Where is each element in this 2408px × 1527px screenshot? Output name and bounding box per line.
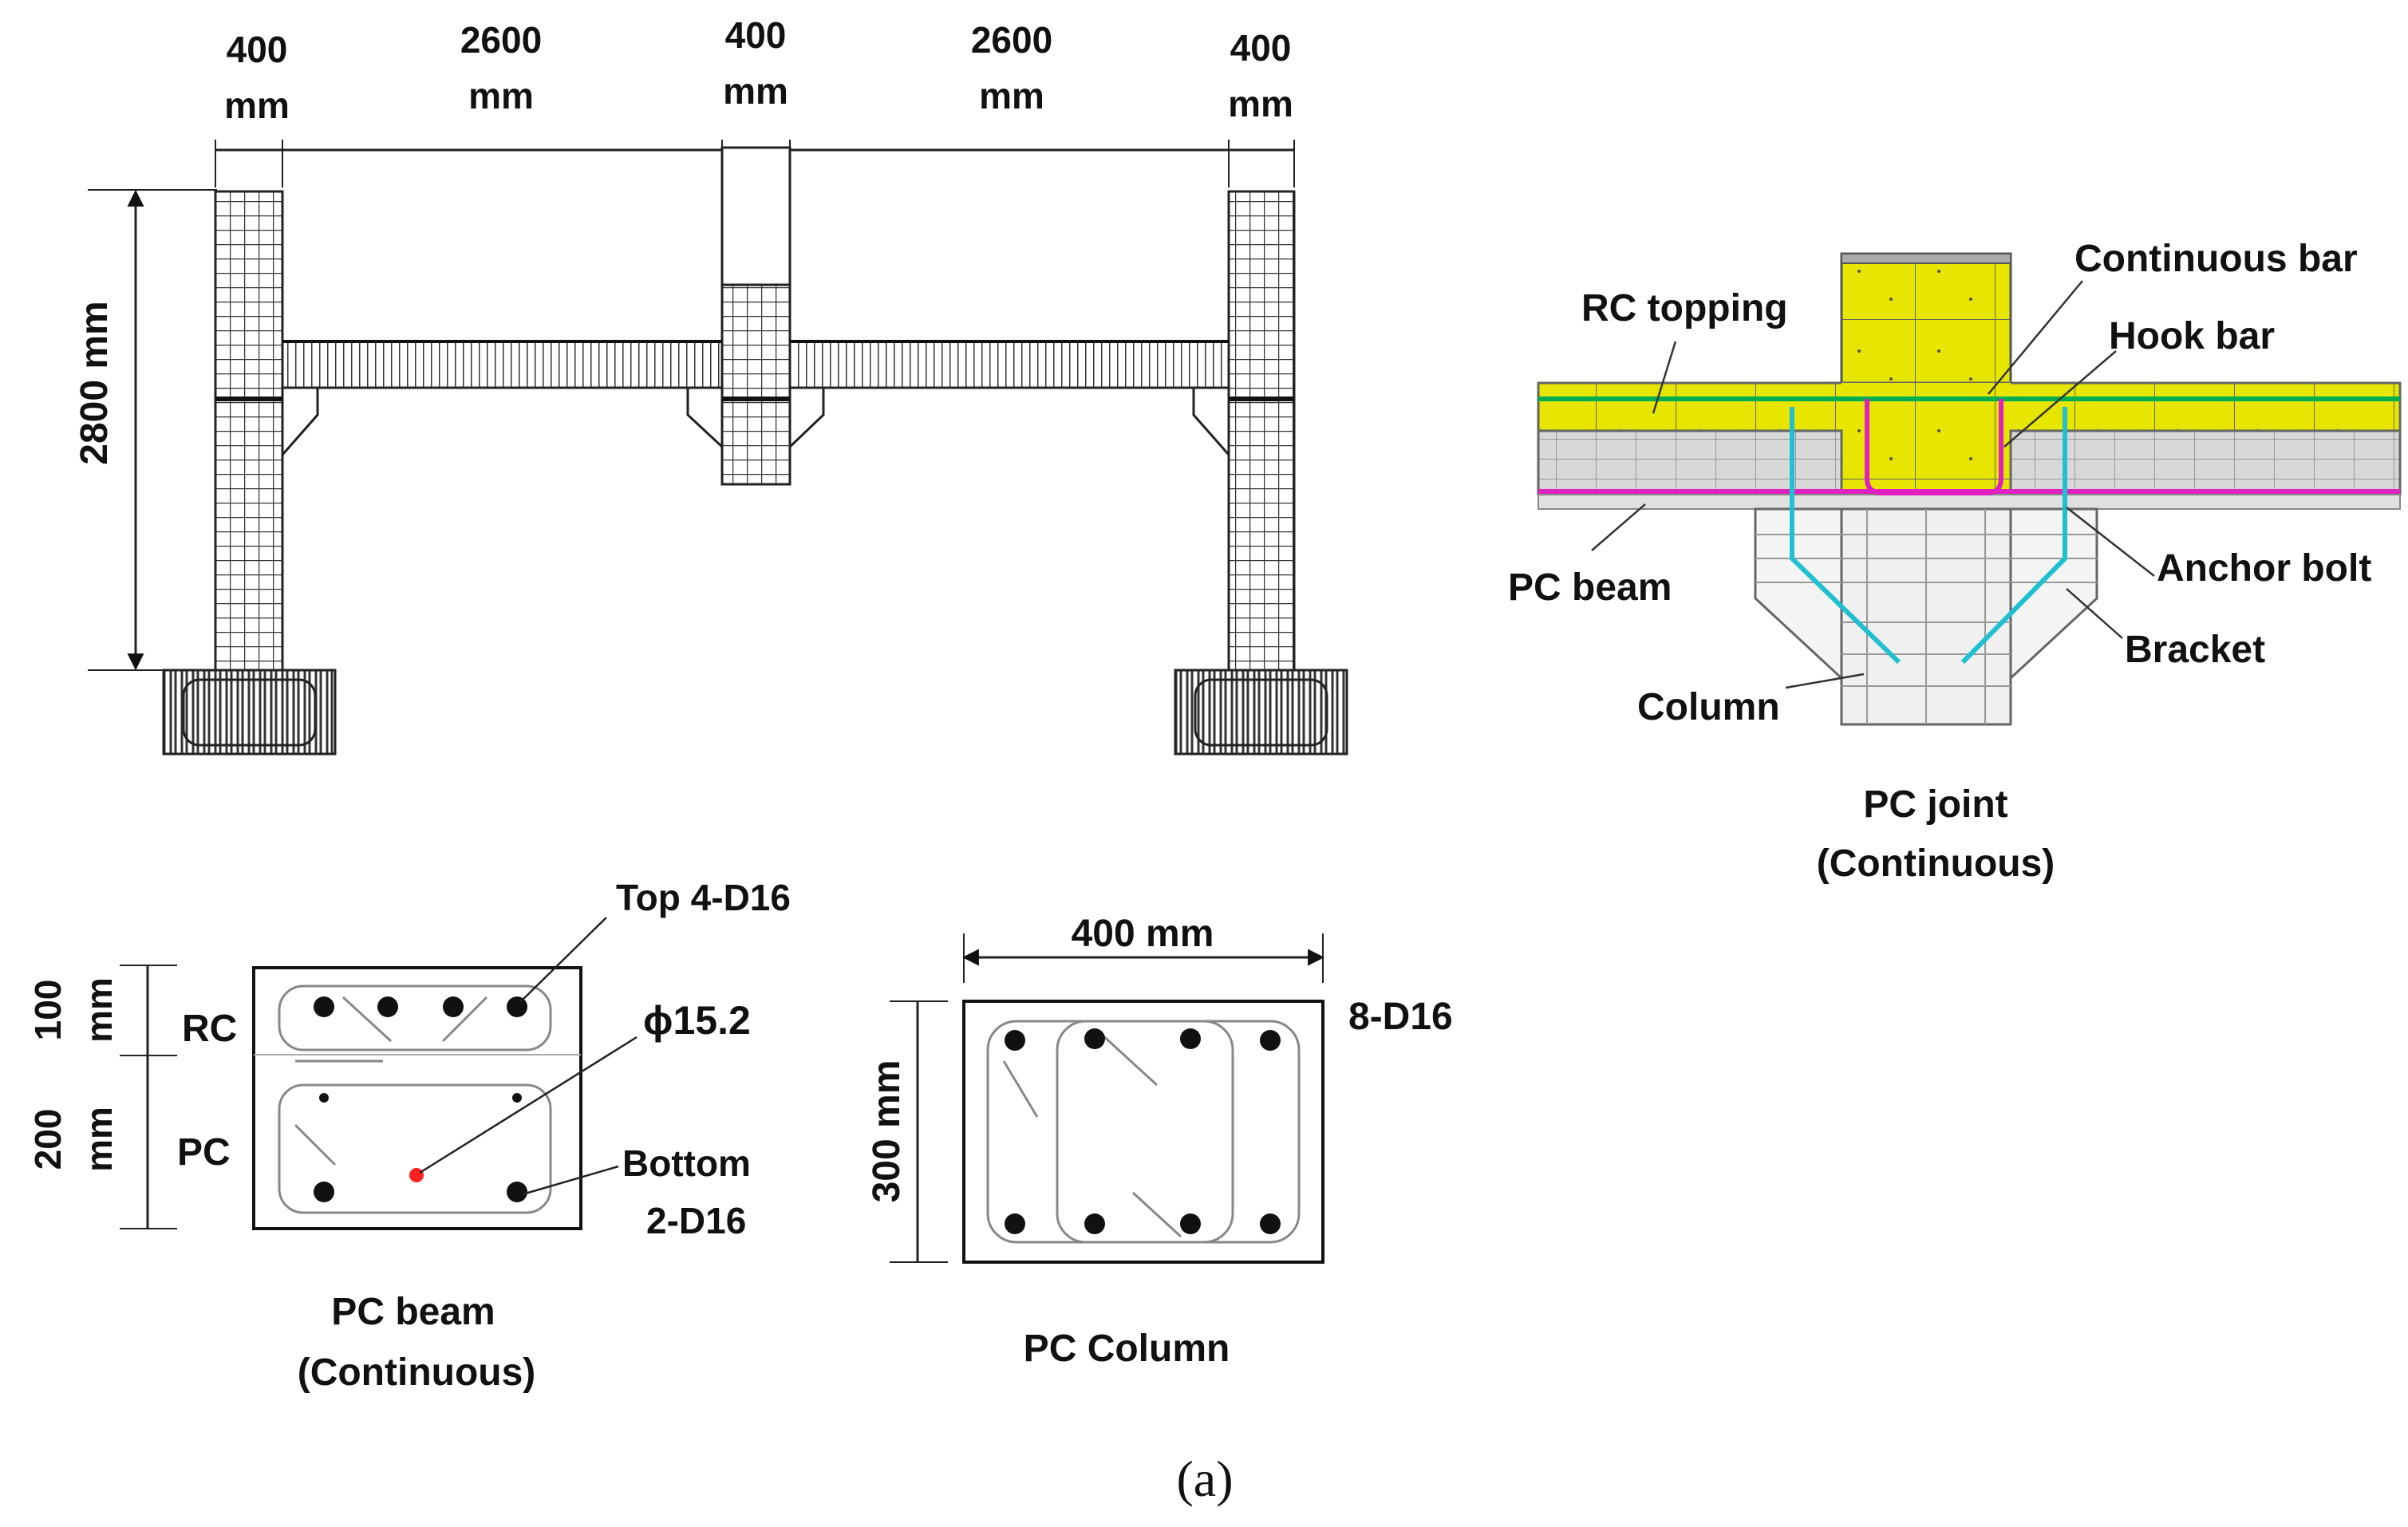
top-bars-label: Top 4-D16 xyxy=(616,877,791,918)
height-dim-label: 2800 mm xyxy=(73,301,116,464)
column-width-dim: 400 mm xyxy=(1072,913,1214,955)
anchor-bolt xyxy=(1790,407,1901,665)
top-dimension-labels: 400 mm 2600 mm 400 mm 2600 mm 400 mm xyxy=(224,14,1293,126)
dim-label-unit: mm xyxy=(1228,83,1293,124)
beam-dim-pc-unit: mm xyxy=(78,1107,120,1172)
left-column xyxy=(214,190,284,672)
right-footing xyxy=(1174,669,1348,756)
beam-section-caption: PC beam xyxy=(331,1291,495,1333)
hook-bar-label: Hook bar xyxy=(2109,315,2275,357)
beam-dim-rc-value: 100 xyxy=(27,980,69,1041)
bottom-bars-label-2: 2-D16 xyxy=(646,1200,746,1241)
right-beam xyxy=(788,340,1230,389)
figure-label: (a) xyxy=(1176,1450,1233,1507)
strand-label: ϕ15.2 xyxy=(643,998,751,1043)
pc-beam-right xyxy=(2009,429,2402,496)
frame-elevation: 400 mm 2600 mm 400 mm 2600 mm 400 mm 2 xyxy=(73,14,1348,756)
bottom-bars-label: Bottom xyxy=(622,1142,751,1184)
center-column-lower xyxy=(720,283,791,486)
beam-top-bars xyxy=(314,996,527,1017)
left-beam xyxy=(281,340,724,389)
beam-bottom-bars xyxy=(314,1093,527,1202)
dim-label-value: 400 xyxy=(725,14,787,56)
beam-dim-pc-value: 200 xyxy=(27,1109,69,1170)
center-column-upper xyxy=(720,146,791,286)
beam-section-outline xyxy=(252,966,582,1230)
column-label: Column xyxy=(1637,686,1780,728)
column-section: 400 mm 300 mm 8-D16 PC Column xyxy=(866,913,1453,1370)
anchor-bolt xyxy=(1960,407,2067,665)
dim-label-unit: mm xyxy=(224,85,290,126)
height-dimension: 2800 mm xyxy=(73,189,217,671)
strand-marker xyxy=(409,1168,424,1182)
dim-label-unit: mm xyxy=(979,75,1044,116)
joint-caption: PC joint xyxy=(1863,783,2007,826)
joint-caption-sub: (Continuous) xyxy=(1817,842,2055,885)
continuous-bar-label: Continuous bar xyxy=(2074,238,2358,280)
left-footing xyxy=(162,669,337,756)
bracket-label: Bracket xyxy=(2125,629,2265,671)
column-height-dim: 300 mm xyxy=(866,1060,908,1203)
hook-bar xyxy=(1865,399,2003,495)
column-section-caption: PC Column xyxy=(1024,1328,1230,1370)
brackets xyxy=(215,386,1294,458)
pc-beam-left xyxy=(1537,429,1843,496)
column-bars xyxy=(1005,1028,1281,1234)
anchor-bolt-label: Anchor bolt xyxy=(2157,547,2371,590)
beam-dim-rc-unit: mm xyxy=(78,977,120,1043)
pc-beam-label: PC beam xyxy=(1508,566,1672,609)
beam-section-caption-sub: (Continuous) xyxy=(298,1351,536,1394)
beam-section: 100 mm 200 mm RC PC xyxy=(27,877,791,1394)
dim-label-value: 2600 xyxy=(460,19,542,61)
joint-detail: RC topping Continuous bar Hook bar PC be… xyxy=(1508,238,2402,885)
dim-label-value: 2600 xyxy=(971,19,1052,61)
column-bars-label: 8-D16 xyxy=(1348,996,1453,1038)
right-column xyxy=(1227,190,1296,672)
beam-pc-label: PC xyxy=(177,1131,231,1174)
rc-topping-label: RC topping xyxy=(1581,287,1788,329)
dim-label-value: 400 xyxy=(1230,27,1292,69)
dim-label-unit: mm xyxy=(468,75,534,116)
dim-label-unit: mm xyxy=(723,70,788,112)
joint-upper-column xyxy=(1840,252,2012,385)
beam-rc-label: RC xyxy=(182,1008,237,1050)
dim-label-value: 400 xyxy=(227,29,288,70)
